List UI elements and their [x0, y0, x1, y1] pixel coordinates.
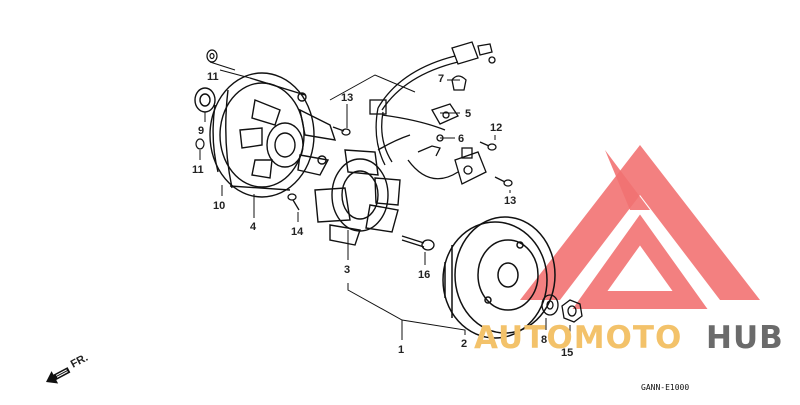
leader-lines — [199, 61, 571, 340]
part-label-4: 4 — [250, 221, 257, 233]
part-label-3: 3 — [344, 264, 350, 276]
stator-cover — [209, 72, 337, 198]
part-label-9: 9 — [198, 125, 204, 137]
wiring-harness — [369, 55, 459, 180]
washer-11-top — [206, 49, 218, 63]
part-label-15: 15 — [561, 347, 573, 359]
wire-connector — [451, 41, 496, 65]
clamp-7 — [451, 75, 467, 91]
nut-15 — [561, 299, 583, 323]
front-label: FR. — [69, 352, 90, 371]
part-labels: 11 9 11 10 4 13 14 3 7 5 6 12 13 16 1 2 … — [192, 71, 573, 359]
part-label-16: 16 — [418, 269, 430, 281]
part-label-8: 8 — [541, 334, 547, 346]
part-label-1: 1 — [398, 344, 404, 356]
part-label-14: 13 — [341, 92, 353, 104]
bolt-16 — [401, 235, 435, 251]
bracket-5 — [431, 103, 459, 125]
part-label-7: 7 — [438, 73, 444, 85]
stator-coil — [314, 134, 411, 246]
bolt-12 — [479, 141, 497, 151]
watermark-text-primary: AUTOMOTO — [474, 320, 682, 356]
watermark-logo — [520, 145, 760, 309]
pulse-generator — [454, 147, 487, 185]
watermark-text: AUTOMOTO HUB — [474, 320, 784, 356]
washer-8 — [541, 294, 559, 316]
clip-6 — [417, 134, 444, 157]
bolt-13 — [494, 176, 513, 187]
front-direction-arrow: FR. — [46, 352, 90, 384]
screw-14-top — [332, 126, 351, 136]
watermark-text-secondary: HUB — [706, 320, 784, 356]
part-label-12: 12 — [490, 122, 502, 134]
part-label-11: 11 — [192, 164, 204, 176]
oil-seal-9 — [194, 87, 216, 113]
part-label-2: 2 — [461, 338, 467, 350]
screw-14-bottom — [287, 193, 300, 211]
diagram-code: GANN-E1000 — [641, 383, 689, 392]
part-label-10: 10 — [213, 200, 225, 212]
washer-11-bottom — [195, 138, 205, 150]
part-label-14: 14 — [291, 226, 304, 238]
part-label-5: 5 — [465, 108, 471, 120]
part-label-13: 13 — [504, 195, 516, 207]
part-label-6: 6 — [458, 133, 464, 145]
flywheel — [442, 216, 556, 339]
part-label-11: 11 — [207, 71, 219, 83]
